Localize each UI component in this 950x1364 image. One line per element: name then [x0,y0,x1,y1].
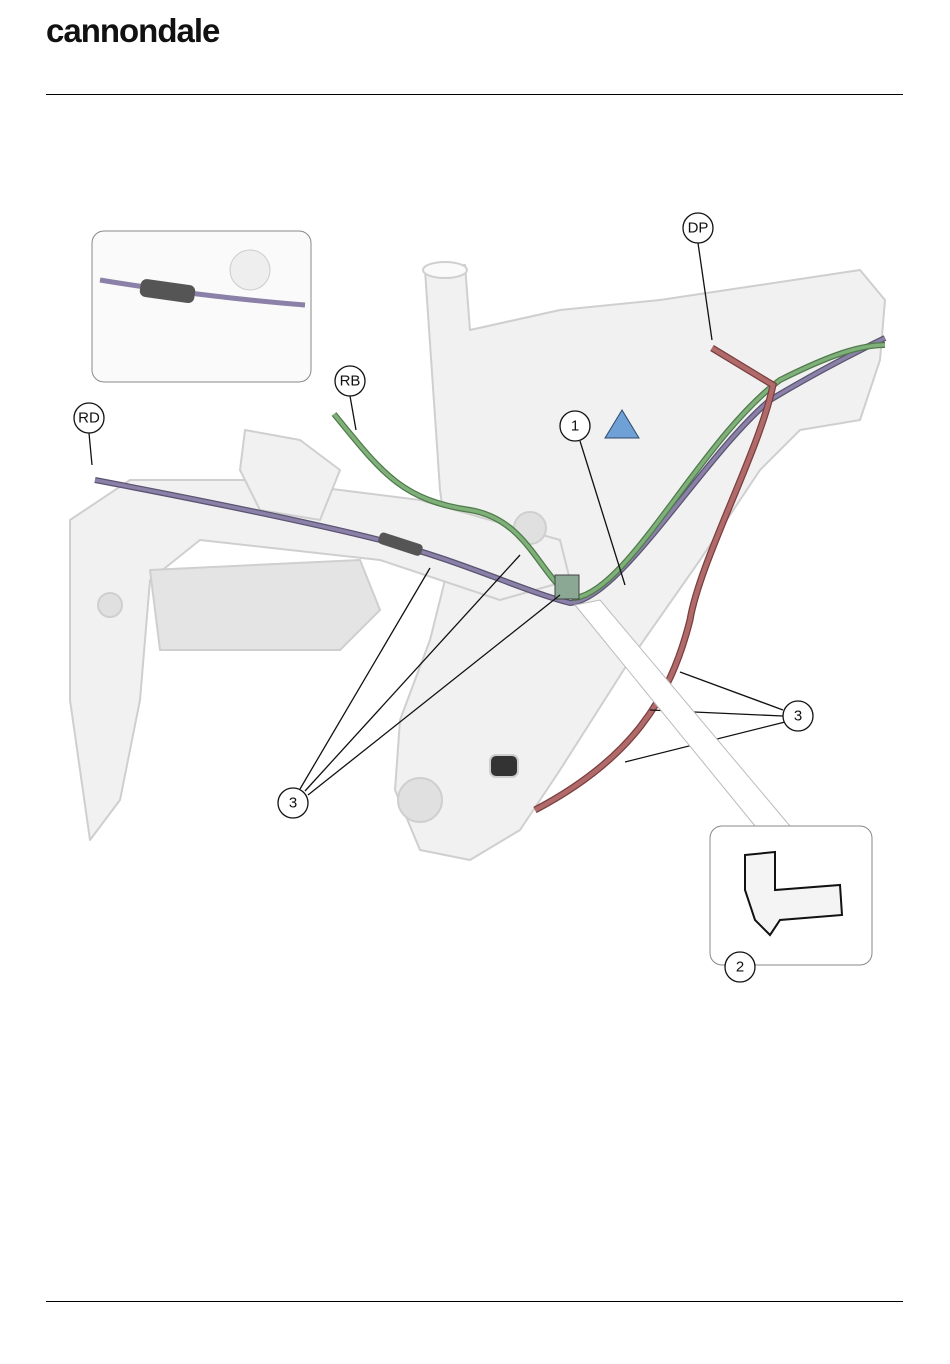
callout-3-left [277,787,309,819]
warning-triangle-icon [604,409,640,439]
rear-axle [97,592,123,618]
dp-leader [697,242,713,341]
label-2: 2 [736,959,744,976]
callout-1 [559,410,591,442]
bottom-bracket [397,777,443,823]
item3-leader-a [679,671,784,711]
item3-leader-e [304,554,521,792]
rocker-link [239,429,341,521]
label-dp: DP [688,220,709,237]
detail-pointer [574,599,792,827]
dropper-post-cable [533,346,776,812]
cable-housing-sleeve [378,532,423,556]
inset-detail-housing [91,230,312,383]
header-divider [46,94,903,95]
chainstay [149,559,381,651]
footer-divider [46,1301,903,1302]
item1-leader [579,440,626,586]
callout-dp [682,212,714,244]
callout-2 [724,951,756,983]
callout-3-right [782,700,814,732]
item3-leader-f [307,594,561,796]
label-3-right: 3 [794,708,802,725]
rb-leader [349,395,357,431]
inset-detail-cable-guide [709,825,873,966]
label-rd: RD [78,410,100,427]
callout-rb [334,365,366,397]
grommet [489,754,519,778]
label-rb: RB [340,373,361,390]
item3-leader-d [299,567,431,790]
callout-rd [73,402,105,434]
label-3-left: 3 [289,795,297,812]
label-1: 1 [571,418,579,435]
seat-tube-top [422,261,468,279]
cannondale-logo: cannondale [46,12,220,49]
cable-guide-1 [554,574,580,600]
rd-leader [88,432,93,466]
rear-derailleur-cable [94,336,886,605]
